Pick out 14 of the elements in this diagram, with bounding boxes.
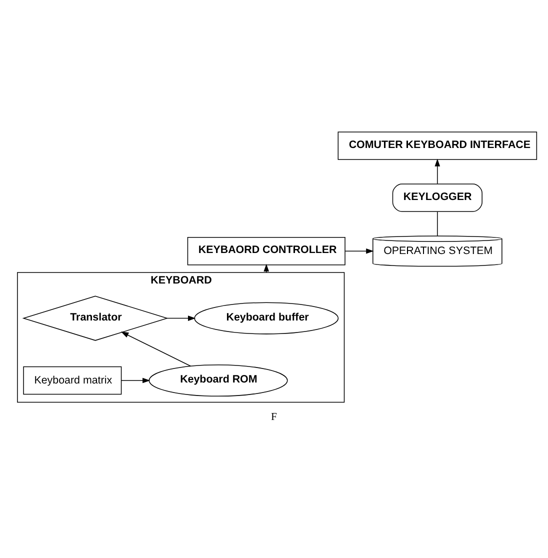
node-ellipse: Keyboard ROM xyxy=(148,364,288,397)
node-box: KEYBAORD CONTROLLER xyxy=(187,237,346,266)
caption: F xyxy=(271,410,277,423)
arrow xyxy=(166,316,196,321)
node-box: Keyboard matrix xyxy=(23,366,122,395)
node-ellipse: Keyboard buffer xyxy=(194,302,339,334)
node-diamond: Translator xyxy=(22,296,168,341)
arrow xyxy=(344,248,374,254)
arrow xyxy=(121,378,150,384)
arrow xyxy=(120,332,192,366)
node-box: COMUTER KEYBOARD INTERFACE xyxy=(338,132,538,160)
node-box: KEYLOGGER xyxy=(392,184,482,212)
connector xyxy=(437,211,438,236)
arrow xyxy=(434,158,440,184)
